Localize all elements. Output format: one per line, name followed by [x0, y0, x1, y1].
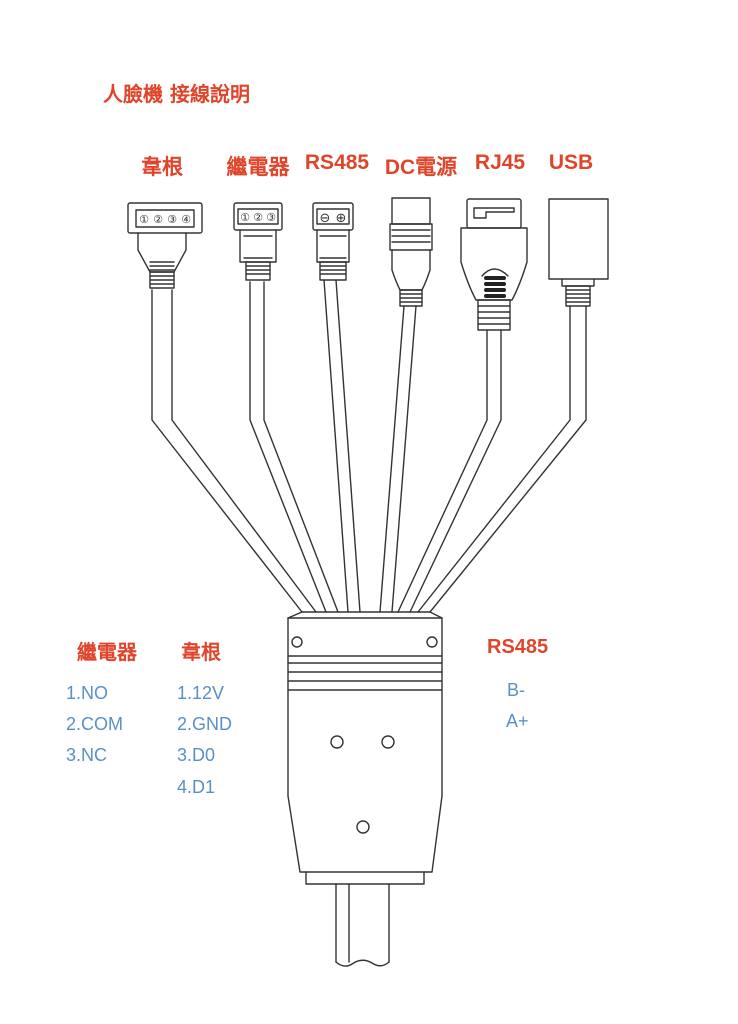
exit-cable-icon	[306, 872, 424, 966]
cable-rj45	[398, 330, 501, 612]
wiegand-pin-label-3: 3.D0	[177, 745, 216, 765]
relay-heading: 繼電器	[77, 642, 137, 664]
cable-relay	[250, 282, 338, 612]
relay-pin-3: ③	[266, 211, 276, 224]
rj45-plug-icon	[461, 199, 527, 330]
wiegand-pin-label-1: 1.12V	[177, 683, 225, 703]
rs485-plug-icon	[313, 203, 353, 280]
rs485-pin-plus: ⊕	[336, 211, 347, 226]
cable-wiegand	[152, 290, 316, 612]
connector-label-dc-power: DC電源	[384, 156, 458, 179]
relay-pin-label-1: 1.NO	[66, 683, 109, 703]
usb-plug-icon	[549, 199, 608, 306]
wiegand-pin-2: ②	[153, 213, 163, 226]
connector-label-wiegand: 韋根	[141, 156, 183, 179]
wiegand-heading: 韋根	[181, 642, 221, 664]
rs485-pin-label-a: A+	[506, 711, 529, 731]
page-title: 人臉機 接線說明	[103, 82, 250, 106]
relay-pin-label-3: 3.NC	[66, 745, 108, 765]
wiegand-pin-label-4: 4.D1	[177, 777, 216, 797]
rj45-contacts-icon	[484, 276, 506, 298]
wiegand-pin-1: ①	[139, 213, 149, 226]
relay-pin-2: ②	[253, 211, 263, 224]
rs485-heading: RS485	[487, 636, 549, 658]
rs485-pin-label-b: B-	[507, 680, 525, 700]
connector-label-rs485: RS485	[304, 151, 370, 174]
dc-power-plug-icon	[390, 198, 432, 306]
rs485-pin-minus: ⊖	[320, 211, 331, 226]
wiegand-pin-label-2: 2.GND	[177, 714, 233, 734]
relay-pin-1: ①	[240, 211, 250, 224]
cable-usb	[418, 306, 586, 612]
relay-pin-label-2: 2.COM	[66, 714, 124, 734]
splitter-body-icon	[288, 612, 442, 872]
connector-label-rj45: RJ45	[474, 151, 526, 174]
cable-dc-power	[380, 306, 416, 612]
connector-label-usb: USB	[548, 151, 594, 174]
wiegand-pin-3: ③	[167, 213, 177, 226]
wiegand-pin-4: ④	[181, 213, 191, 226]
wiegand-plug-icon	[128, 203, 202, 288]
cable-rs485	[324, 280, 360, 612]
relay-plug-icon	[234, 203, 282, 280]
connector-label-relay: 繼電器	[226, 156, 290, 179]
